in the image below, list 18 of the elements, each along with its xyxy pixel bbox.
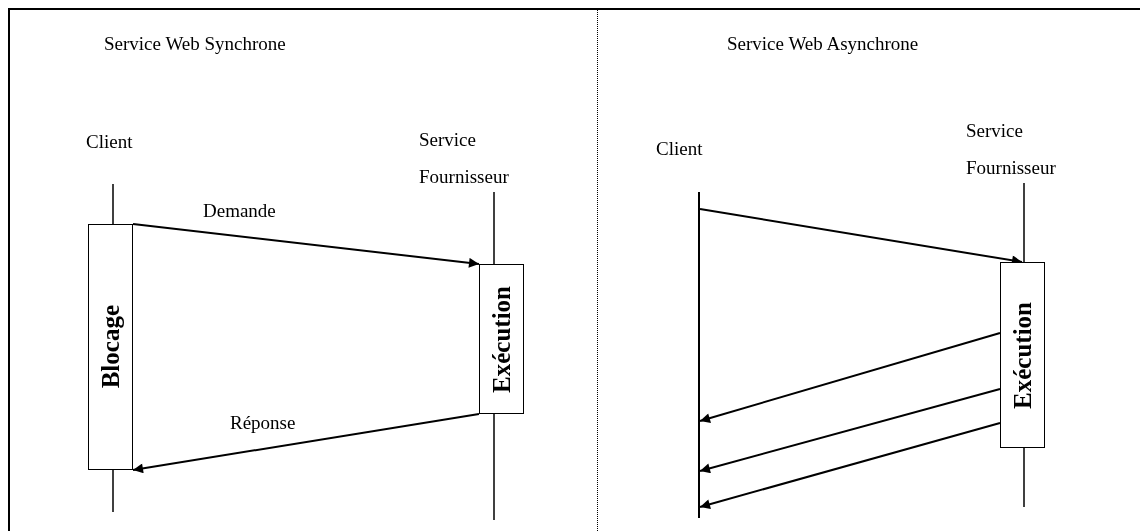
arrow [699,388,1001,474]
activation-label: Exécution [1010,301,1035,409]
activation-label: Blocage [98,305,123,389]
arrow [132,413,480,474]
arrow [699,332,1001,423]
activation-box [1000,262,1045,448]
activation-label: Exécution [489,285,514,393]
lifeline [698,192,700,518]
participant-label: Service Fournisseur [419,128,510,189]
arrow [132,223,480,268]
activation-box [88,224,133,470]
participant-label: Client [86,131,133,153]
participant-label: Service Fournisseur [966,119,1057,180]
activation-box [479,264,524,414]
arrow [699,422,1001,510]
section-title: Service Web Synchrone [104,33,286,55]
section-title: Service Web Asynchrone [727,33,919,55]
participant-label: Client [656,138,703,160]
